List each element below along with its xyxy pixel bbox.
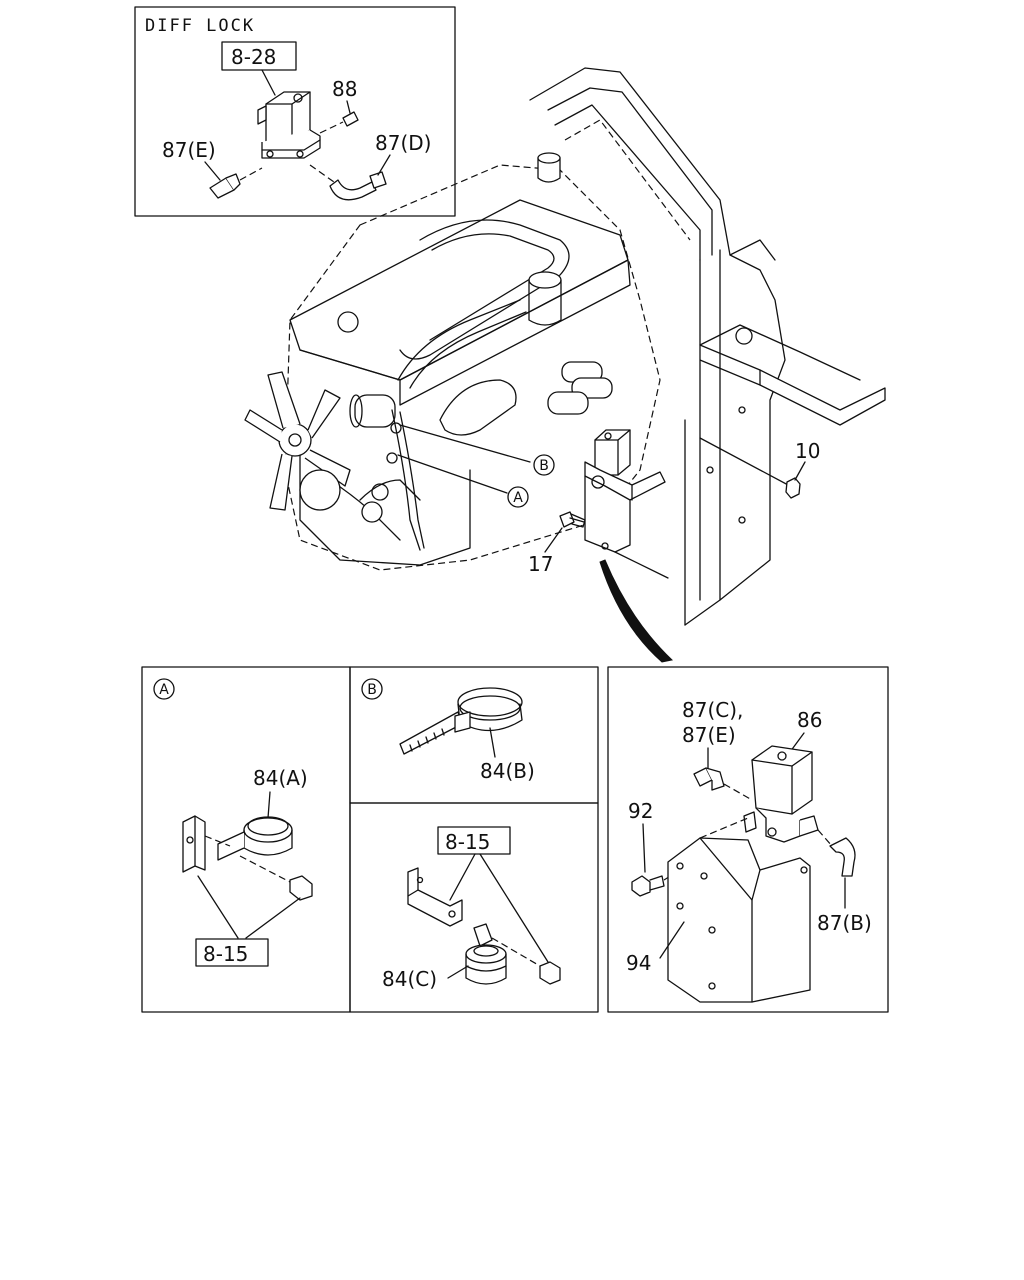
fitting-88-icon (319, 111, 359, 134)
label-94: 94 (626, 951, 651, 975)
label-815-c: 8-15 (445, 830, 490, 854)
bracket-815a-icon (182, 815, 231, 873)
grommet-84c-icon (465, 923, 507, 985)
solenoid-valve-86-icon (743, 745, 819, 843)
frame-rail-icon (529, 67, 886, 626)
valve-bracket-icon (584, 429, 669, 579)
cable-tie-84b-icon (399, 687, 523, 755)
panel-b-letter: B (367, 682, 377, 698)
label-88: 88 (332, 77, 357, 101)
clamp-84a-icon (217, 816, 293, 861)
label-17: 17 (528, 552, 553, 576)
engine-assembly-icon: B A (244, 152, 661, 571)
injector-icon (547, 361, 613, 415)
diff-lock-inset: DIFF LOCK 8-28 88 87(E) (134, 6, 456, 217)
detail-arrow (599, 559, 674, 663)
label-84a: 84(A) (253, 766, 308, 790)
fan-icon (244, 371, 351, 511)
callout-a-letter: A (513, 490, 523, 506)
inset-ref-label: 8-28 (231, 45, 276, 69)
bracket-94-icon (667, 817, 811, 1003)
label-87e-inset: 87(E) (162, 138, 216, 162)
label-87e-detail: 87(E) (682, 723, 736, 747)
callout-b-circle (533, 454, 555, 476)
bolt-815a-icon (239, 855, 313, 901)
label-84b: 84(B) (480, 759, 535, 783)
label-87d: 87(D) (375, 131, 431, 155)
bracket-815c-icon (407, 867, 463, 927)
bolt-17-icon (559, 511, 586, 528)
label-92: 92 (628, 799, 653, 823)
bolt-815c-icon (491, 937, 561, 985)
callout-b-letter: B (539, 458, 549, 474)
inset-ref-box (221, 41, 297, 71)
inset-title: DIFF LOCK (145, 16, 255, 36)
label-87b: 87(B) (817, 911, 872, 935)
label-87c: 87(C), (682, 698, 743, 722)
panel-b: B 84(B) (349, 666, 599, 804)
elbow-87d-icon (309, 164, 387, 201)
fitting-87ce-icon (693, 767, 753, 801)
elbow-87b-icon (817, 829, 856, 877)
panel-valve-detail: 87(C), 87(E) 86 87(B) 92 (607, 666, 889, 1013)
nut-10-icon (785, 477, 801, 499)
label-84c: 84(C) (382, 967, 437, 991)
label-86: 86 (797, 708, 822, 732)
label-10: 10 (795, 439, 820, 463)
panel-c: 8-15 84(C) (349, 802, 599, 1013)
label-815-a: 8-15 (203, 942, 248, 966)
diff-lock-valve-icon (257, 91, 321, 159)
panel-a-letter: A (159, 682, 169, 698)
panel-a: A 84(A) 8-15 (141, 666, 351, 1013)
callout-a-circle (507, 486, 529, 508)
bolt-92-icon (631, 869, 681, 897)
inset-frame (134, 6, 456, 217)
fitting-87e-icon (209, 167, 263, 199)
